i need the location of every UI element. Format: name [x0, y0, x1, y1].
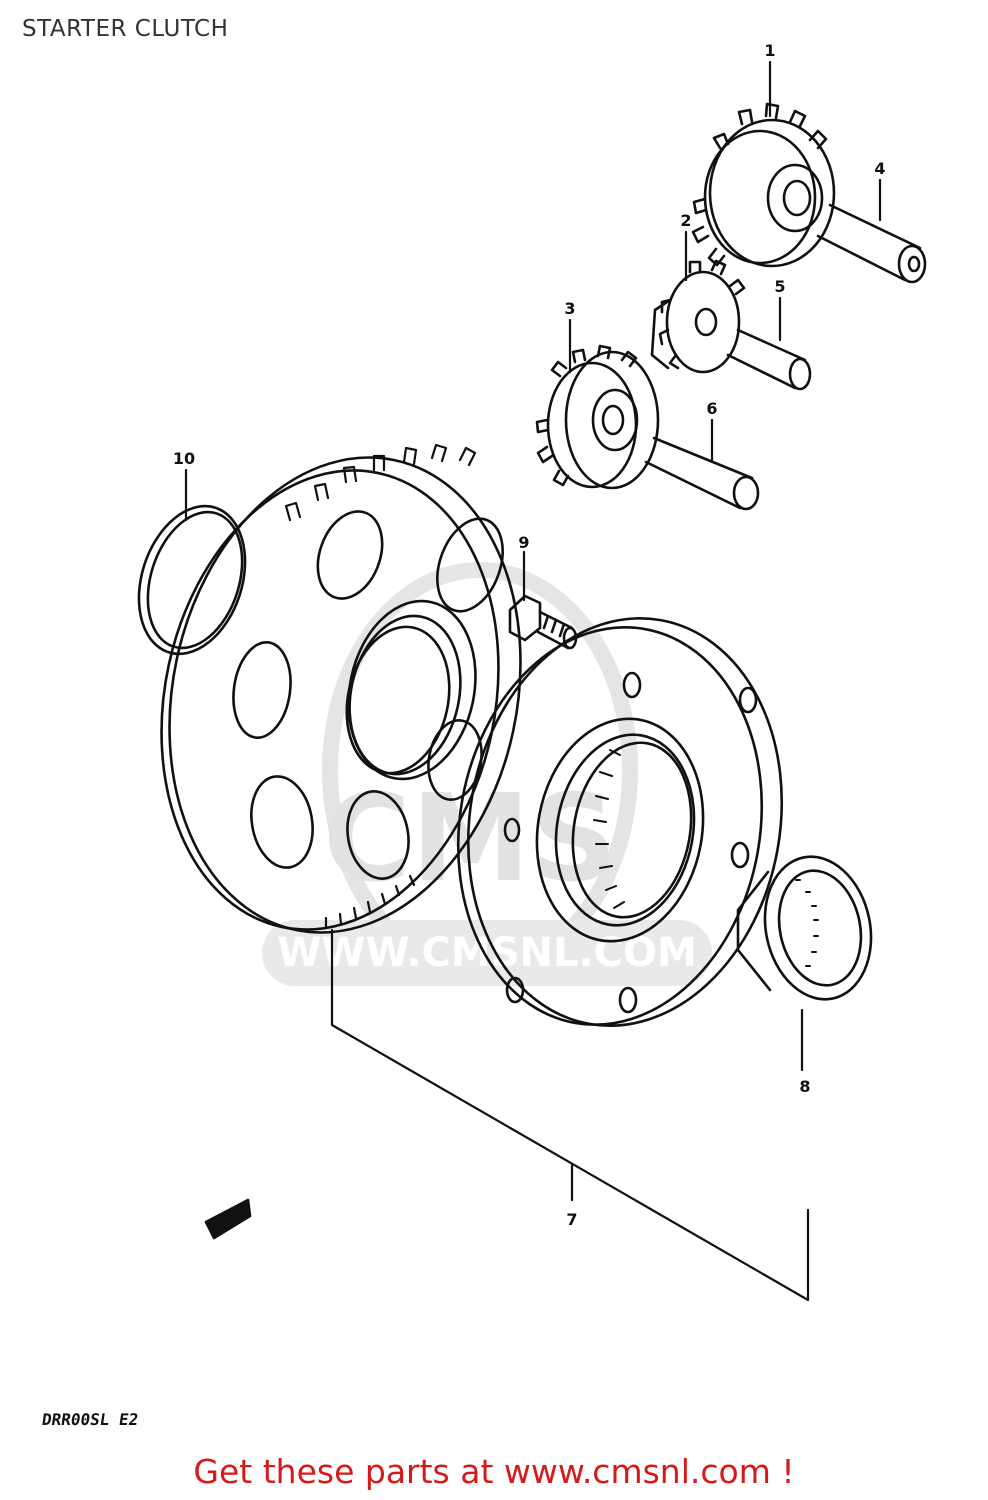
callout-2: 2 [680, 211, 691, 230]
callout-9: 9 [518, 533, 529, 552]
part-3-gear [535, 344, 660, 490]
callout-7: 7 [566, 1210, 577, 1229]
callout-1: 1 [764, 41, 775, 60]
callout-4: 4 [874, 159, 885, 178]
part-5-shaft [726, 328, 812, 391]
model-code: DRR00SL E2 [40, 1410, 140, 1429]
callout-5: 5 [774, 277, 785, 296]
direction-mark [204, 1198, 252, 1240]
footer-link[interactable]: Get these parts at www.cmsnl.com ! [193, 1452, 795, 1491]
part-2-small-gear [650, 259, 746, 374]
callout-10: 10 [173, 449, 195, 468]
watermark: CMS WWW.CMSNL.COM [262, 562, 712, 986]
part-10-washer [137, 504, 247, 656]
part-6-shaft [644, 436, 760, 511]
callout-numbers: 1 2 3 4 5 6 7 8 9 10 [173, 41, 886, 1229]
part-7-clutch-body [456, 617, 784, 1027]
watermark-brand: CMS [323, 770, 617, 909]
part-8-needle-bearing [736, 855, 873, 1001]
callout-3: 3 [564, 299, 575, 318]
part-1-idle-gear [691, 102, 836, 268]
leader-lines [184, 60, 882, 1302]
part-4-shaft [816, 203, 927, 284]
callout-8: 8 [799, 1077, 810, 1096]
callout-6: 6 [706, 399, 717, 418]
page-title: STARTER CLUTCH [22, 16, 229, 42]
